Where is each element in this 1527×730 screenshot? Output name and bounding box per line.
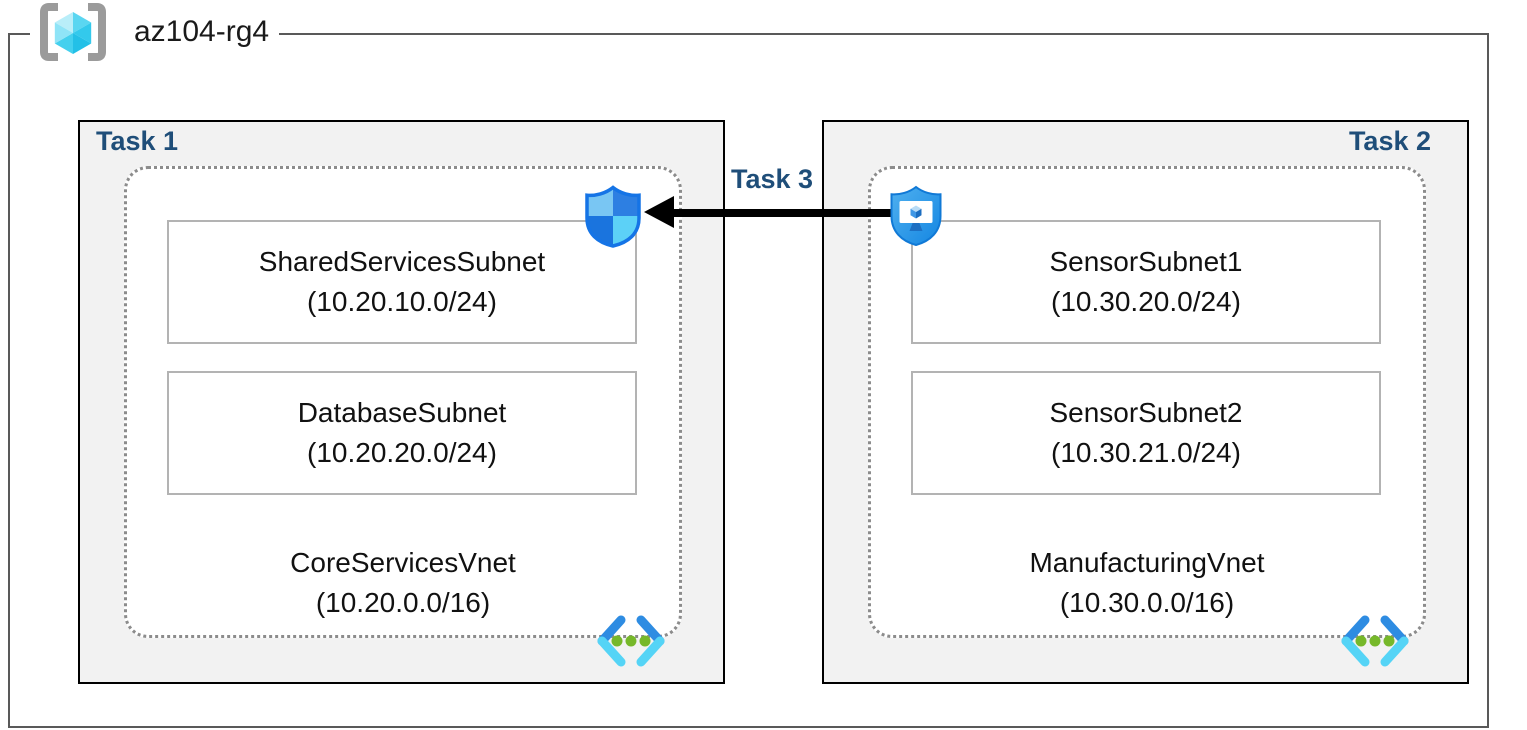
- vnet-label: CoreServicesVnet (10.20.0.0/16): [127, 543, 679, 623]
- core-services-vnet: SharedServicesSubnet (10.20.10.0/24) Dat…: [124, 166, 682, 667]
- vnet-name: ManufacturingVnet: [1029, 547, 1265, 578]
- subnet-name: SharedServicesSubnet: [258, 246, 546, 277]
- subnet-name: DatabaseSubnet: [297, 397, 507, 428]
- subnet-name: SensorSubnet2: [1049, 397, 1243, 428]
- task1-box: Task 1 SharedServicesSubnet (10.20.10.0/…: [78, 120, 725, 684]
- task1-label: Task 1: [96, 126, 179, 156]
- vnet-cidr: (10.30.0.0/16): [1059, 587, 1235, 618]
- sensor-subnet1: SensorSubnet1 (10.30.20.0/24): [911, 220, 1381, 344]
- subnet-name: SensorSubnet1: [1049, 246, 1243, 277]
- vnet-name: CoreServicesVnet: [290, 547, 516, 578]
- resource-group-icon: [40, 3, 106, 61]
- vnet-cidr: (10.20.0.0/16): [315, 587, 491, 618]
- application-security-group-icon: [890, 185, 942, 247]
- vnet-label: ManufacturingVnet (10.30.0.0/16): [871, 543, 1423, 623]
- task2-label: Task 2: [1348, 126, 1431, 156]
- resource-group-frame: [8, 33, 1489, 728]
- manufacturing-vnet: SensorSubnet1 (10.30.20.0/24) SensorSubn…: [868, 166, 1426, 667]
- task3-arrow-line: [670, 209, 920, 217]
- subnet-cidr: (10.20.10.0/24): [307, 286, 497, 317]
- subnet-cidr: (10.30.20.0/24): [1051, 286, 1241, 317]
- sensor-subnet2: SensorSubnet2 (10.30.21.0/24): [911, 371, 1381, 495]
- virtual-network-icon: [597, 615, 665, 667]
- database-subnet: DatabaseSubnet (10.20.20.0/24): [167, 371, 637, 495]
- task3-label: Task 3: [730, 164, 814, 194]
- resource-group-name: az104-rg4: [134, 15, 270, 48]
- task2-box: Task 2 SensorSubnet1 (10.30.20.0/24) Sen…: [822, 120, 1469, 684]
- resource-group-header: az104-rg4: [30, 0, 280, 64]
- subnet-cidr: (10.30.21.0/24): [1051, 437, 1241, 468]
- subnet-cidr: (10.20.20.0/24): [307, 437, 497, 468]
- network-security-group-icon: [585, 185, 641, 248]
- virtual-network-icon: [1341, 615, 1409, 667]
- task3-arrow-head: [644, 196, 674, 228]
- shared-services-subnet: SharedServicesSubnet (10.20.10.0/24): [167, 220, 637, 344]
